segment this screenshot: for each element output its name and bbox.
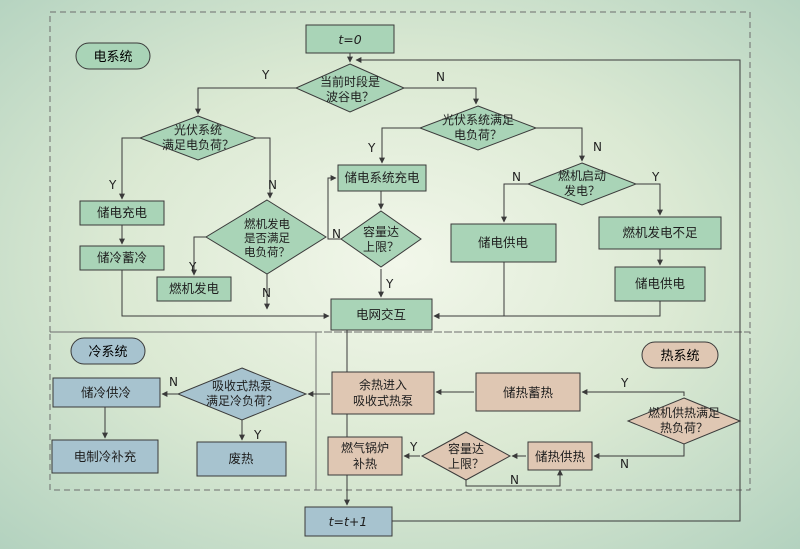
gen-meet-decision: 燃机发电 是否满足 电负荷？ (205, 199, 327, 275)
svg-text:燃机发电不足: 燃机发电不足 (622, 225, 698, 240)
svg-text:燃机启动: 燃机启动 (558, 168, 606, 183)
svg-text:储电供电: 储电供电 (635, 276, 686, 291)
svg-text:电负荷？: 电负荷？ (244, 245, 290, 259)
region-boundaries (49, 11, 751, 491)
absorb-yes-label: Y (253, 428, 262, 442)
pv-left-no-label: N (268, 178, 277, 192)
svg-text:储电充电: 储电充电 (97, 205, 148, 220)
elec-supply2-box: 储电供电 (614, 266, 706, 302)
svg-text:补热: 补热 (353, 457, 377, 471)
gen-start-yes-label: Y (651, 170, 660, 184)
svg-text:废热: 废热 (228, 451, 254, 466)
svg-text:波谷电？: 波谷电？ (326, 90, 374, 104)
gen-start-decision: 燃机启动 发电？ (526, 162, 638, 206)
svg-text:光伏系统: 光伏系统 (174, 123, 222, 137)
cap-full-no-label: N (332, 227, 341, 241)
svg-text:光伏系统满足: 光伏系统满足 (442, 113, 514, 127)
cap-full-yes-label: Y (385, 277, 394, 291)
gen-heat-decision: 燃机供热满足 热负荷？ (626, 397, 742, 445)
svg-text:余热进入: 余热进入 (359, 377, 407, 392)
svg-text:热负荷？: 热负荷？ (660, 421, 708, 435)
svg-text:t=t+1: t=t+1 (329, 514, 368, 529)
valley-yes-label: Y (261, 68, 270, 82)
svg-text:当前时段是: 当前时段是 (320, 74, 380, 89)
pv-right-no-label: N (593, 140, 602, 154)
heat-supply-box: 储热供热 (527, 441, 593, 471)
cap-full-decision: 容量达 上限？ (340, 210, 422, 268)
svg-text:t=0: t=0 (338, 32, 361, 47)
svg-text:燃机供热满足: 燃机供热满足 (648, 405, 720, 420)
svg-text:吸收式热泵: 吸收式热泵 (212, 379, 272, 393)
chill-fill-box: 电制冷补充 (51, 439, 159, 474)
svg-text:储电系统充电: 储电系统充电 (344, 170, 420, 185)
heat-cap-decision: 容量达 上限？ (420, 431, 512, 481)
svg-text:容量达: 容量达 (448, 441, 484, 456)
svg-text:热系统: 热系统 (660, 349, 699, 364)
svg-text:上限？: 上限？ (363, 240, 399, 254)
next-step-node: t=t+1 (304, 506, 393, 537)
gen-short-box: 燃机发电不足 (598, 216, 722, 250)
heat-region-boundary (315, 331, 751, 491)
gen-power-box: 燃机发电 (156, 276, 232, 302)
svg-text:电系统: 电系统 (93, 50, 132, 65)
svg-text:电制冷补充: 电制冷补充 (74, 449, 137, 464)
valley-no-label: N (436, 70, 445, 84)
svg-text:上限？: 上限？ (448, 457, 484, 471)
elec-supply-box: 储电供电 (450, 223, 557, 263)
heat-store-box: 储热蓄热 (475, 372, 581, 412)
svg-text:储热蓄热: 储热蓄热 (503, 385, 554, 400)
svg-text:电负荷？: 电负荷？ (454, 128, 502, 142)
svg-text:储电供电: 储电供电 (478, 235, 529, 250)
absorb-decision: 吸收式热泵 满足冷负荷？ (176, 367, 308, 421)
cold-system-label: 冷系统 (70, 337, 146, 365)
absorb-no-label: N (169, 375, 178, 389)
svg-text:燃机发电: 燃机发电 (244, 217, 290, 231)
grid-box: 电网交互 (330, 298, 433, 331)
gen-heat-yes-label: Y (620, 376, 629, 390)
svg-text:是否满足: 是否满足 (244, 231, 290, 245)
gen-meet-yes-label: Y (188, 260, 197, 274)
svg-text:储冷供冷: 储冷供冷 (81, 385, 131, 400)
svg-text:冷系统: 冷系统 (88, 345, 127, 360)
heat-cap-yes-label: Y (409, 440, 418, 454)
svg-text:发电？: 发电？ (564, 183, 600, 198)
store-cold-box: 储冷蓄冷 (79, 245, 165, 271)
svg-text:吸收式热泵: 吸收式热泵 (353, 394, 413, 408)
gen-heat-no-label: N (620, 457, 629, 471)
gen-meet-no-label: N (262, 286, 271, 300)
cold-supply-box: 储冷供冷 (52, 377, 161, 408)
boiler-box: 燃气锅炉 补热 (327, 436, 403, 476)
heat-cap-no-label: N (510, 473, 519, 487)
svg-text:满足冷负荷？: 满足冷负荷？ (206, 394, 278, 408)
edge-labels: Y N Y N Y N Y N N Y N Y N Y Y N Y N (108, 68, 660, 487)
store-charge-box: 储电充电 (79, 200, 165, 226)
svg-text:满足电负荷？: 满足电负荷？ (162, 138, 234, 152)
gen-start-no-label: N (512, 170, 521, 184)
pv-right-yes-label: Y (367, 141, 376, 155)
pv-left-decision: 光伏系统 满足电负荷？ (138, 115, 258, 161)
svg-text:燃机发电: 燃机发电 (169, 281, 220, 296)
svg-text:储热供热: 储热供热 (535, 449, 586, 464)
heat-system-label: 热系统 (641, 341, 719, 369)
batt-charge-box: 储电系统充电 (337, 164, 427, 192)
connectors (102, 53, 741, 522)
svg-text:容量达: 容量达 (363, 224, 399, 239)
valley-decision: 当前时段是 波谷电？ (294, 63, 406, 113)
residual-heat-box: 余热进入 吸收式热泵 (331, 371, 435, 415)
svg-text:储冷蓄冷: 储冷蓄冷 (97, 250, 147, 265)
waste-heat-box: 废热 (196, 441, 287, 477)
svg-text:燃气锅炉: 燃气锅炉 (341, 440, 389, 455)
elec-system-label: 电系统 (75, 42, 151, 70)
svg-text:电网交互: 电网交互 (356, 307, 406, 322)
pv-right-decision: 光伏系统满足 电负荷？ (418, 105, 538, 151)
pv-left-yes-label: Y (108, 178, 117, 192)
start-node: t=0 (305, 24, 395, 54)
